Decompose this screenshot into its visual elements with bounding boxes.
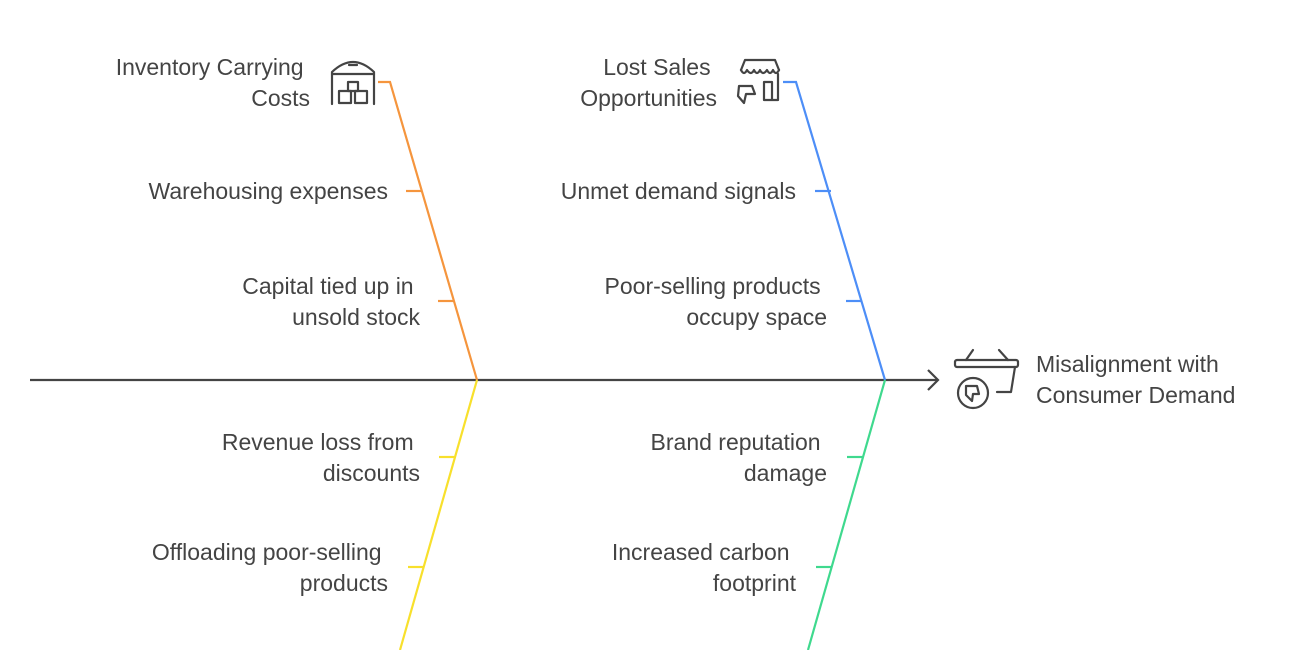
store-thumbs-down-icon <box>736 58 781 105</box>
category-label: Lost Sales Opportunities <box>580 54 717 111</box>
cause-label: Unmet demand signals <box>561 178 796 204</box>
cause-label: Poor-selling products occupy space <box>605 273 827 330</box>
spine-arrowhead <box>927 369 940 391</box>
category-label: Inventory Carrying Costs <box>116 54 310 111</box>
bone-discount-losses <box>398 379 479 650</box>
cause-label: Capital tied up in unsold stock <box>242 273 420 330</box>
cause-label: Warehousing expenses <box>148 178 388 204</box>
cause-label: Brand reputation damage <box>651 429 827 486</box>
bone-brand-environment <box>806 379 887 650</box>
cause-label: Offloading poor-selling products <box>152 539 388 596</box>
bone-inventory-carrying-costs <box>378 80 479 381</box>
bone-lost-sales-opportunities <box>783 80 887 381</box>
cause-label: Increased carbon footprint <box>612 539 797 596</box>
warehouse-icon <box>330 60 376 106</box>
cause-label: Revenue loss from discounts <box>222 429 420 486</box>
effect-label: Misalignment with Consumer Demand <box>1036 351 1235 408</box>
basket-thumbs-down-icon <box>953 348 1020 410</box>
